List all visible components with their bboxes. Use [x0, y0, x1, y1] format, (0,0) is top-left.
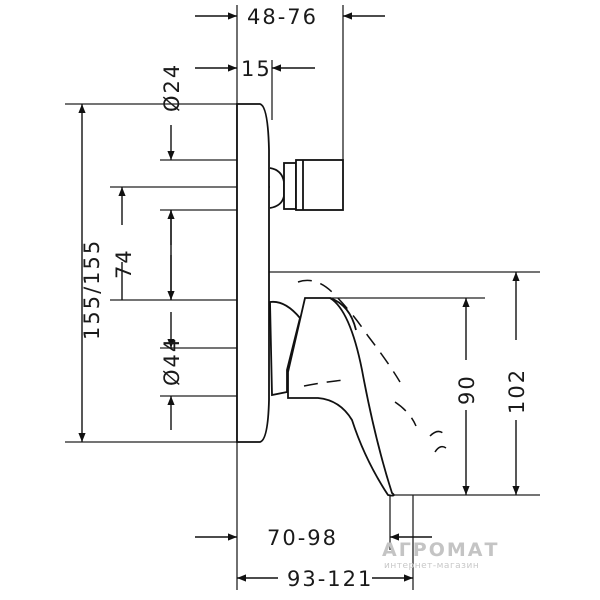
- total-projection-label: 93-121: [287, 567, 373, 591]
- dimension-arrows: [78, 12, 520, 582]
- watermark-brand: АГРОМАТ: [382, 539, 499, 561]
- diverter-cartridge: [269, 159, 344, 211]
- lever-handle: [269, 297, 395, 497]
- lever-height-label: 102: [505, 368, 529, 414]
- extension-lines: [65, 5, 540, 590]
- upper-offset-label: 74: [112, 248, 136, 279]
- lever-rotation-outline: [297, 279, 447, 453]
- total-height-label: 155/155: [80, 239, 104, 340]
- spout-height-label: 90: [455, 374, 479, 405]
- lever-projection-label: 70-98: [267, 526, 338, 550]
- watermark-tagline: интернет-магазин: [384, 561, 479, 571]
- large-diameter-label: Ø44: [160, 337, 184, 386]
- top-width-label: 48-76: [247, 5, 318, 29]
- small-diameter-label: Ø24: [160, 63, 184, 112]
- wall-plate: [236, 103, 270, 443]
- stem-offset-label: 15: [241, 57, 272, 81]
